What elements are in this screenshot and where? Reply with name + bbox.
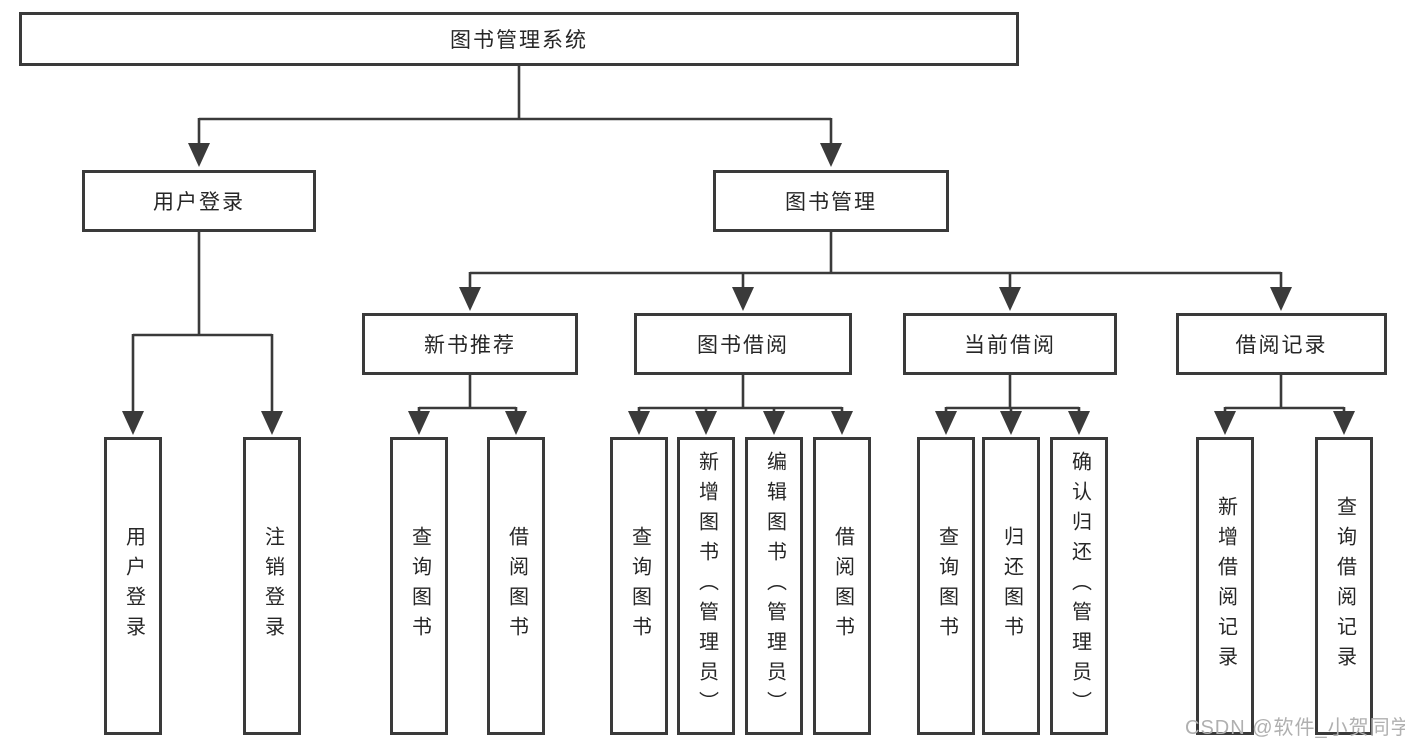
leaf-query-books-current: 查询图书 xyxy=(917,437,975,735)
node-label: 借阅图书 xyxy=(831,526,854,646)
node-library-management-system: 图书管理系统 xyxy=(19,12,1019,66)
node-label: 图书管理 xyxy=(785,191,877,214)
node-label: 用户登录 xyxy=(153,191,245,214)
leaf-query-books-borrow: 查询图书 xyxy=(610,437,668,735)
leaf-return-books: 归还图书 xyxy=(982,437,1040,735)
node-label: 当前借阅 xyxy=(964,334,1056,357)
node-label: 借阅图书 xyxy=(505,526,528,646)
leaf-logout: 注销登录 xyxy=(243,437,301,735)
leaf-edit-books-admin: 编辑图书（管理员） xyxy=(745,437,803,735)
node-label: 查询借阅记录 xyxy=(1333,496,1356,676)
node-label: 新书推荐 xyxy=(424,334,516,357)
node-new-book-recommendation: 新书推荐 xyxy=(362,313,578,375)
node-label: 查询图书 xyxy=(408,526,431,646)
leaf-query-books-recommend: 查询图书 xyxy=(390,437,448,735)
node-label: 查询图书 xyxy=(628,526,651,646)
node-user-login: 用户登录 xyxy=(82,170,316,232)
node-book-management: 图书管理 xyxy=(713,170,949,232)
node-current-borrowing: 当前借阅 xyxy=(903,313,1117,375)
leaf-query-borrow-record: 查询借阅记录 xyxy=(1315,437,1373,735)
node-borrowing-records: 借阅记录 xyxy=(1176,313,1387,375)
node-label: 新增图书（管理员） xyxy=(695,451,718,721)
leaf-confirm-return-admin: 确认归还（管理员） xyxy=(1050,437,1108,735)
node-label: 查询图书 xyxy=(935,526,958,646)
node-label: 确认归还（管理员） xyxy=(1068,451,1091,721)
leaf-user-login: 用户登录 xyxy=(104,437,162,735)
node-label: 图书管理系统 xyxy=(450,29,588,52)
node-label: 新增借阅记录 xyxy=(1214,496,1237,676)
node-book-borrowing: 图书借阅 xyxy=(634,313,852,375)
node-label: 归还图书 xyxy=(1000,526,1023,646)
node-label: 注销登录 xyxy=(261,526,284,646)
node-label: 借阅记录 xyxy=(1235,334,1328,357)
leaf-add-borrow-record: 新增借阅记录 xyxy=(1196,437,1254,735)
node-label: 编辑图书（管理员） xyxy=(763,451,786,721)
leaf-borrow-books-recommend: 借阅图书 xyxy=(487,437,545,735)
leaf-add-books-admin: 新增图书（管理员） xyxy=(677,437,735,735)
leaf-borrow-books: 借阅图书 xyxy=(813,437,871,735)
node-label: 图书借阅 xyxy=(697,334,789,357)
node-label: 用户登录 xyxy=(122,526,145,646)
csdn-watermark: CSDN @软件_小贺同学 xyxy=(1185,717,1405,739)
